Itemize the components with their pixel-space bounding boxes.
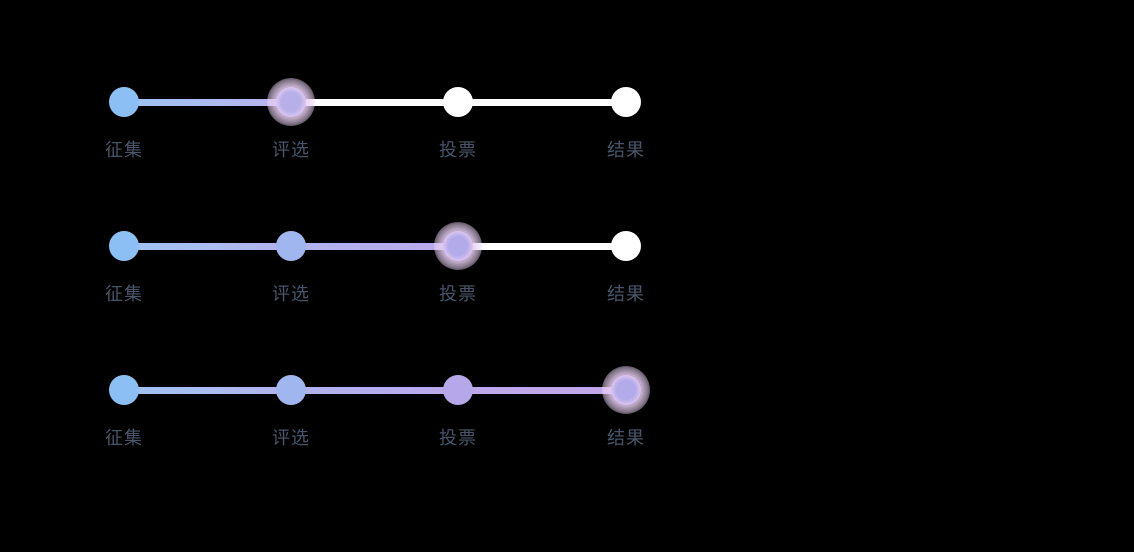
step-node-toupiao[interactable]	[443, 87, 473, 117]
step-label-toupiao: 投票	[439, 284, 477, 304]
step-node-zhengji[interactable]	[109, 87, 139, 117]
step-label-toupiao: 投票	[439, 140, 477, 160]
step-node-zhengji[interactable]	[109, 375, 139, 405]
step-node-jieguo[interactable]	[611, 231, 641, 261]
progress-stepper-1: 征集 评选 投票 结果	[105, 78, 644, 170]
step-label-jieguo: 结果	[607, 140, 645, 160]
stepper-track	[109, 366, 650, 414]
connector-2-3	[291, 98, 458, 106]
step-label-zhengji: 征集	[105, 428, 143, 448]
connector-3-4	[458, 242, 626, 250]
step-node-toupiao[interactable]	[443, 375, 473, 405]
step-label-jieguo: 结果	[607, 284, 645, 304]
step-label-jieguo: 结果	[607, 428, 645, 448]
connector-3-4	[458, 98, 626, 106]
step-label-pingxuan: 评选	[272, 140, 310, 160]
step-node-pingxuan[interactable]	[276, 231, 306, 261]
step-label-zhengji: 征集	[105, 284, 143, 304]
step-node-pingxuan[interactable]	[276, 375, 306, 405]
step-node-toupiao[interactable]	[434, 222, 482, 270]
progress-stepper-3: 征集 评选 投票 结果	[105, 366, 650, 458]
step-label-pingxuan: 评选	[272, 284, 310, 304]
step-node-jieguo[interactable]	[611, 87, 641, 117]
step-label-toupiao: 投票	[439, 428, 477, 448]
connector-2-3	[291, 386, 458, 394]
connector-1-2	[124, 242, 291, 250]
step-node-jieguo[interactable]	[602, 366, 650, 414]
stepper-track	[109, 222, 641, 270]
stepper-labels: 征集 评选 投票 结果	[105, 280, 644, 314]
stepper-labels: 征集 评选 投票 结果	[105, 136, 644, 170]
connector-2-3	[291, 242, 458, 250]
stepper-labels: 征集 评选 投票 结果	[105, 424, 644, 458]
step-label-zhengji: 征集	[105, 140, 143, 160]
connector-3-4	[458, 386, 626, 394]
step-label-pingxuan: 评选	[272, 428, 310, 448]
step-node-zhengji[interactable]	[109, 231, 139, 261]
progress-stepper-2: 征集 评选 投票 结果	[105, 222, 644, 314]
step-node-pingxuan[interactable]	[267, 78, 315, 126]
stepper-track	[109, 78, 641, 126]
connector-1-2	[124, 98, 291, 106]
connector-1-2	[124, 386, 291, 394]
